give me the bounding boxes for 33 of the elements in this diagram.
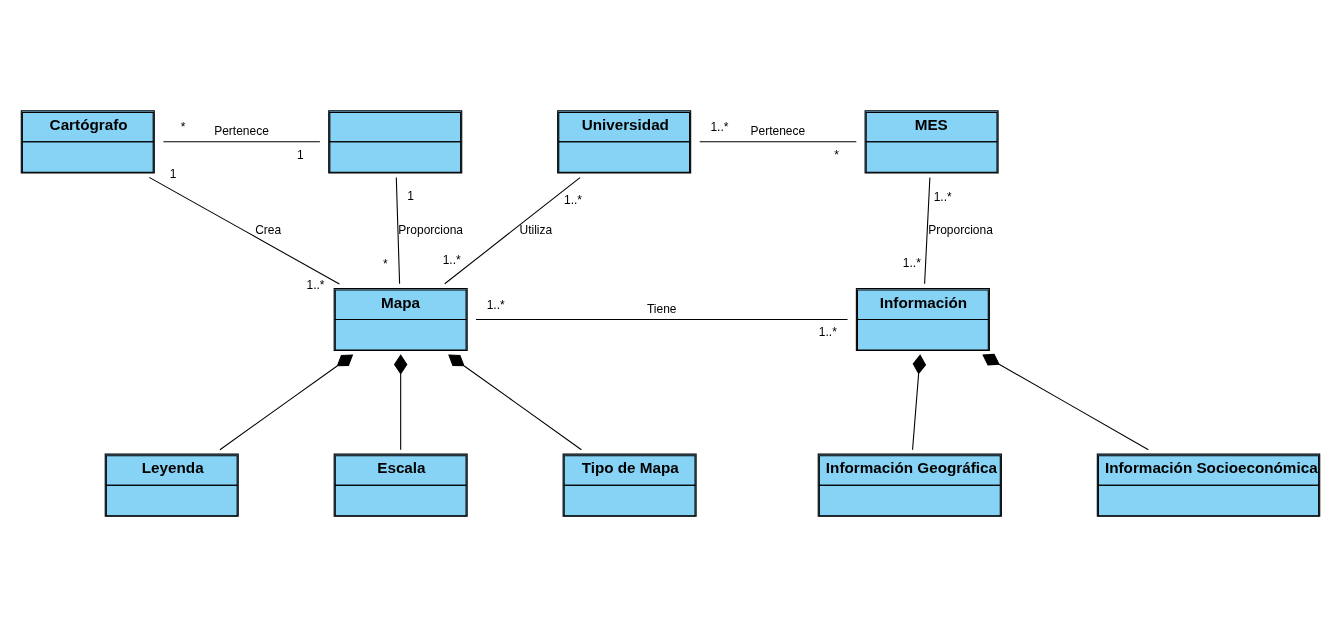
label: 1..*	[710, 120, 729, 135]
edge-label: Tiene	[647, 301, 677, 316]
label: *	[382, 256, 388, 271]
connector	[912, 354, 927, 451]
connector	[448, 354, 582, 451]
label: 1..*	[564, 192, 583, 207]
connector	[475, 318, 849, 321]
connector	[393, 354, 408, 451]
label: 1..*	[486, 297, 505, 312]
label: 1..*	[306, 278, 325, 293]
label: 1	[169, 167, 177, 182]
label: 1..*	[933, 189, 952, 204]
label: 1..*	[818, 325, 837, 340]
label: *	[180, 120, 186, 135]
connector	[395, 177, 401, 285]
connector	[699, 141, 857, 143]
edge-label: Proporciona	[398, 222, 463, 237]
label: 1	[296, 147, 304, 162]
connector	[924, 177, 931, 285]
edge-label: Crea	[255, 222, 282, 237]
edge-label: Utiliza	[519, 222, 553, 237]
label: 1..*	[902, 255, 921, 270]
connector	[444, 177, 581, 285]
label: *	[834, 147, 839, 162]
edge-label: Proporciona	[928, 222, 993, 237]
label: 1..*	[442, 252, 461, 267]
edge-label: Pertenece	[750, 124, 806, 139]
connector	[219, 354, 354, 451]
label: 1	[407, 188, 414, 203]
connector	[982, 353, 1149, 451]
connector	[162, 141, 321, 143]
edge-label: Pertenece	[214, 124, 269, 139]
connector	[148, 176, 340, 285]
